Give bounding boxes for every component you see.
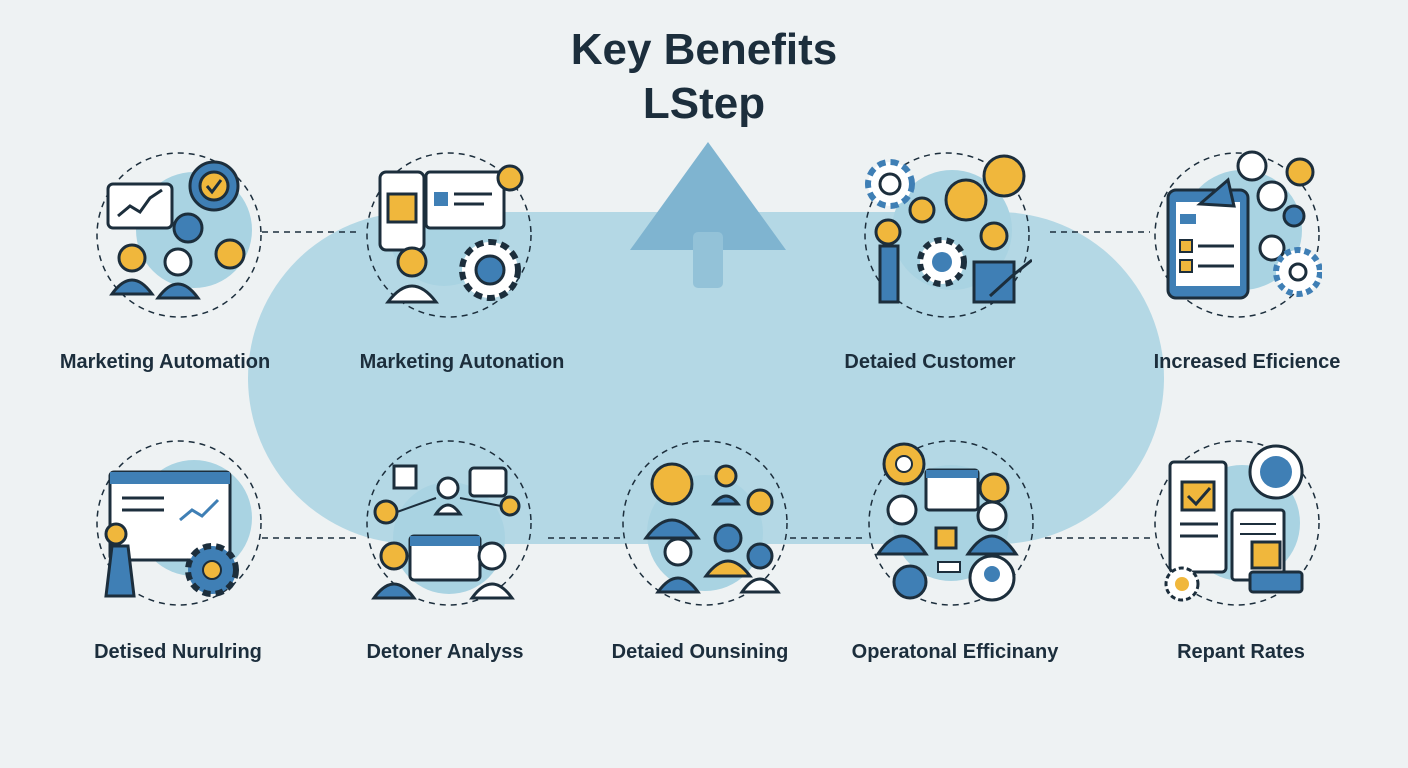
page-subtitle: LStep xyxy=(642,79,766,128)
tablet-checklist-icon xyxy=(1154,150,1322,318)
connectors xyxy=(262,231,1150,539)
benefit-label: Operatonal Efficinany xyxy=(851,641,1059,663)
page-title: Key Benefits xyxy=(570,25,838,74)
benefit-label: Marketing Autonation xyxy=(359,351,565,373)
network-team-icon xyxy=(366,440,532,606)
benefit-label: Detoner Analyss xyxy=(366,641,524,663)
profile-gear-icon xyxy=(366,152,532,318)
community-icon xyxy=(622,440,788,606)
benefit-label: Detised Nurulring xyxy=(94,641,262,663)
team-data-icon xyxy=(868,440,1034,606)
up-arrow-shaft xyxy=(693,232,723,288)
analytics-people-icon xyxy=(96,152,262,318)
benefit-label: Increased Eficience xyxy=(1153,351,1341,373)
gears-team-icon xyxy=(864,152,1032,318)
benefit-label: Detaied Customer xyxy=(844,351,1016,373)
benefit-label: Detaied Ounsining xyxy=(611,641,789,663)
benefit-label: Repant Rates xyxy=(1177,641,1305,663)
up-arrow-head xyxy=(630,142,786,250)
documents-money-icon xyxy=(1154,440,1320,606)
presentation-gear-icon xyxy=(96,440,262,606)
benefit-label: Marketing Automation xyxy=(59,351,271,373)
